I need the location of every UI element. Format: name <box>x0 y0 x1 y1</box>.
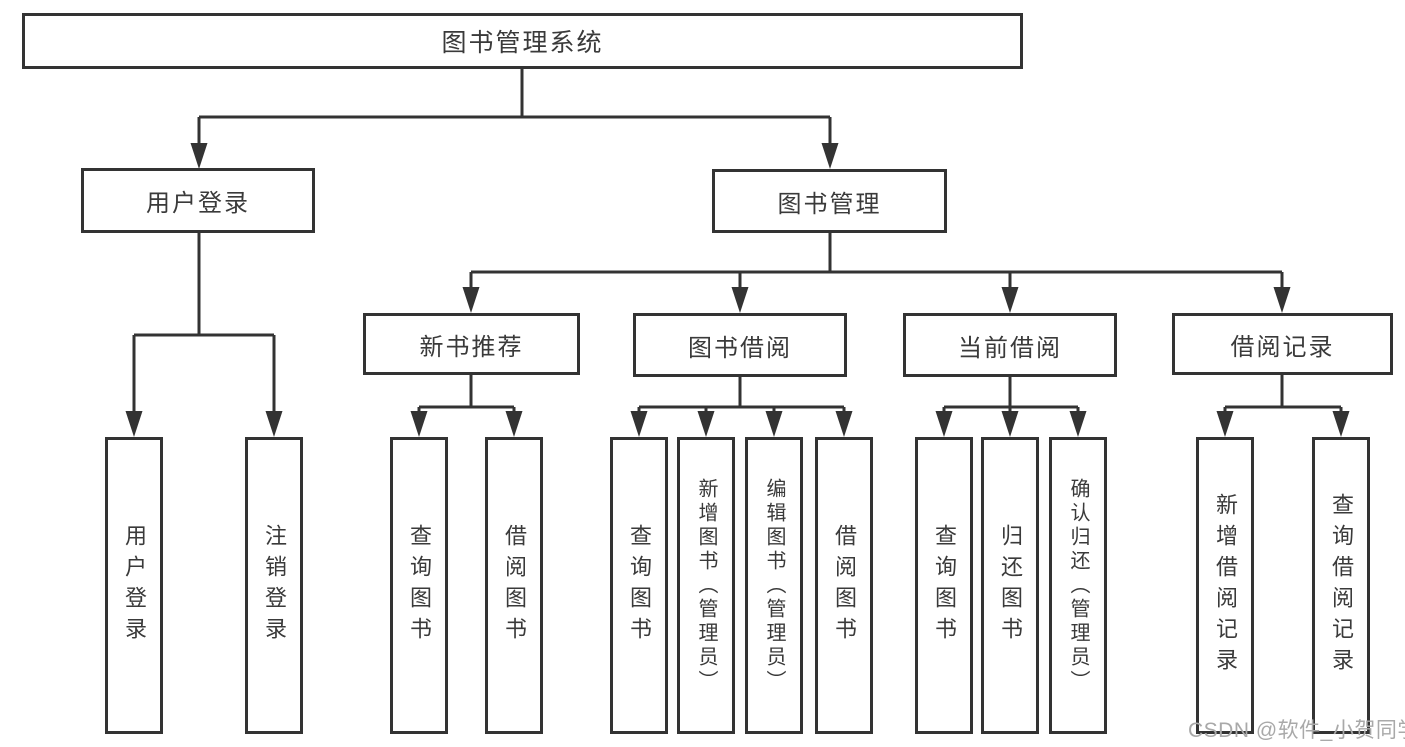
leaf-current-query-books-label: 查询图书 <box>932 523 957 648</box>
leaf-current-query-books: 查询图书 <box>915 437 973 734</box>
leaf-logout-label: 注销登录 <box>262 523 287 648</box>
arrowheads <box>125 143 1350 437</box>
node-new-book-recommend: 新书推荐 <box>363 313 580 375</box>
node-user-login-label: 用户登录 <box>146 190 250 217</box>
leaf-return-book: 归还图书 <box>981 437 1039 734</box>
node-current-borrowing-label: 当前借阅 <box>958 334 1062 362</box>
leaf-confirm-return-admin: 确认归还（管理员） <box>1049 437 1107 734</box>
leaf-edit-book-admin-label: 编辑图书（管理员） <box>763 477 785 694</box>
leaf-borrowing-borrow-books-label: 借阅图书 <box>832 523 857 648</box>
node-book-borrowing-label: 图书借阅 <box>688 334 792 362</box>
leaf-add-book-admin: 新增图书（管理员） <box>677 437 735 734</box>
leaf-confirm-return-admin-label: 确认归还（管理员） <box>1067 477 1089 694</box>
leaf-add-borrow-record-label: 新增借阅记录 <box>1213 492 1238 679</box>
leaf-user-login-label: 用户登录 <box>122 523 147 648</box>
leaf-recommend-borrow-books: 借阅图书 <box>485 437 543 734</box>
leaf-return-book-label: 归还图书 <box>998 523 1023 648</box>
leaf-recommend-query-books-label: 查询图书 <box>407 523 432 648</box>
node-book-management-label: 图书管理 <box>777 190 882 218</box>
node-library-management-system-label: 图书管理系统 <box>441 29 604 57</box>
leaf-borrowing-borrow-books: 借阅图书 <box>815 437 873 734</box>
node-book-management: 图书管理 <box>712 169 947 233</box>
leaf-query-borrow-record: 查询借阅记录 <box>1312 437 1370 734</box>
leaf-add-borrow-record: 新增借阅记录 <box>1196 437 1254 734</box>
node-borrowing-records-label: 借阅记录 <box>1230 333 1335 361</box>
node-library-management-system: 图书管理系统 <box>22 13 1023 69</box>
leaf-recommend-borrow-books-label: 借阅图书 <box>502 523 527 648</box>
leaf-add-book-admin-label: 新增图书（管理员） <box>695 477 717 694</box>
leaf-user-login: 用户登录 <box>105 437 163 734</box>
node-user-login: 用户登录 <box>81 168 315 233</box>
node-new-book-recommend-label: 新书推荐 <box>419 333 524 361</box>
node-borrowing-records: 借阅记录 <box>1172 313 1393 375</box>
node-book-borrowing: 图书借阅 <box>633 313 847 377</box>
leaf-borrowing-query-books: 查询图书 <box>610 437 668 734</box>
leaf-query-borrow-record-label: 查询借阅记录 <box>1329 492 1354 679</box>
node-current-borrowing: 当前借阅 <box>903 313 1117 377</box>
csdn-watermark: CSDN @软件_小贺同学 <box>1188 719 1405 742</box>
leaf-edit-book-admin: 编辑图书（管理员） <box>745 437 803 734</box>
leaf-logout: 注销登录 <box>245 437 303 734</box>
leaf-recommend-query-books: 查询图书 <box>390 437 448 734</box>
leaf-borrowing-query-books-label: 查询图书 <box>627 523 652 648</box>
